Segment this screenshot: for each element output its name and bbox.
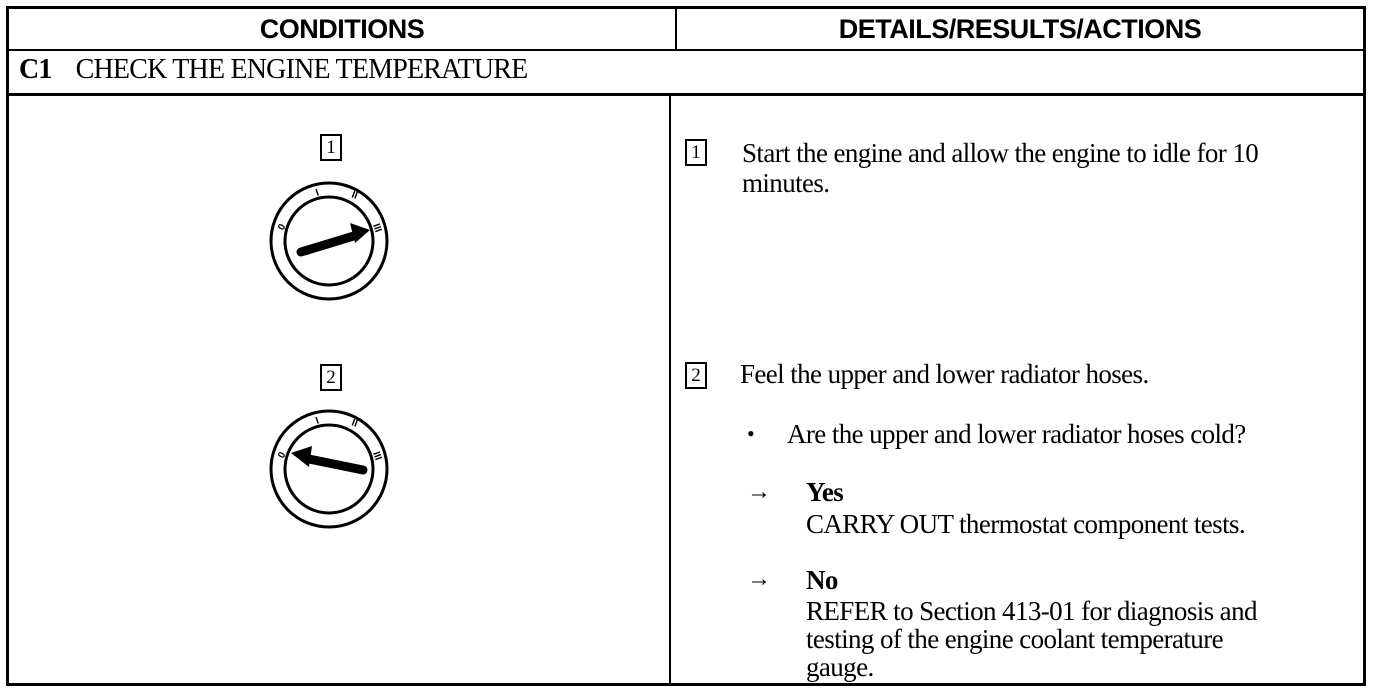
gauge1-mark-2: II [350, 189, 359, 201]
arrow-right-icon: → [747, 566, 771, 592]
header-rule [9, 49, 1363, 51]
action-step-1-box: 1 [685, 139, 707, 166]
arrow-right-icon: → [747, 479, 771, 505]
gauge2-mark-3: III [370, 450, 383, 462]
column-divider [669, 96, 671, 683]
gauge1-mark-1: I [314, 187, 321, 198]
diagnostic-table: CONDITIONS DETAILS/RESULTS/ACTIONS C1 CHE… [6, 6, 1366, 686]
action-step-1-line-2: minutes. [742, 168, 830, 198]
yes-label: Yes [806, 477, 844, 507]
gauge2-mark-1: I [314, 415, 321, 426]
gauge2-mark-2: II [350, 417, 359, 429]
no-action-line-3: gauge. [806, 652, 874, 682]
section-rule [9, 93, 1363, 96]
conditions-header: CONDITIONS [259, 13, 425, 44]
action-step-2-box: 2 [685, 362, 707, 389]
action-step-1-line-1: Start the engine and allow the engine to… [742, 138, 1259, 168]
yes-action: CARRY OUT thermostat component tests. [806, 509, 1246, 539]
condition-step-1-box: 1 [320, 134, 342, 161]
no-label: No [806, 565, 838, 595]
action-step-2-text: Feel the upper and lower radiator hoses. [740, 359, 1149, 389]
gauge-hot-icon: 0 I II III [269, 181, 389, 301]
section-code: C1 [19, 54, 52, 85]
gauge-cold-icon: 0 I II III [269, 409, 389, 529]
details-header: DETAILS/RESULTS/ACTIONS [838, 13, 1202, 44]
section-title-text: CHECK THE ENGINE TEMPERATURE [75, 54, 529, 85]
action-step-2-question: Are the upper and lower radiator hoses c… [787, 419, 1246, 449]
condition-step-2-box: 2 [320, 364, 342, 391]
bullet-icon: • [747, 421, 755, 446]
section-title: C1 CHECK THE ENGINE TEMPERATURE [19, 54, 529, 86]
header-divider [675, 9, 677, 49]
gauge2-mark-0: 0 [276, 450, 289, 461]
gauge1-mark-0: 0 [276, 222, 289, 233]
gauge1-mark-3: III [370, 222, 383, 234]
no-action-line-2: testing of the engine coolant temperatur… [806, 624, 1224, 654]
no-action-line-1: REFER to Section 413-01 for diagnosis an… [806, 596, 1257, 626]
